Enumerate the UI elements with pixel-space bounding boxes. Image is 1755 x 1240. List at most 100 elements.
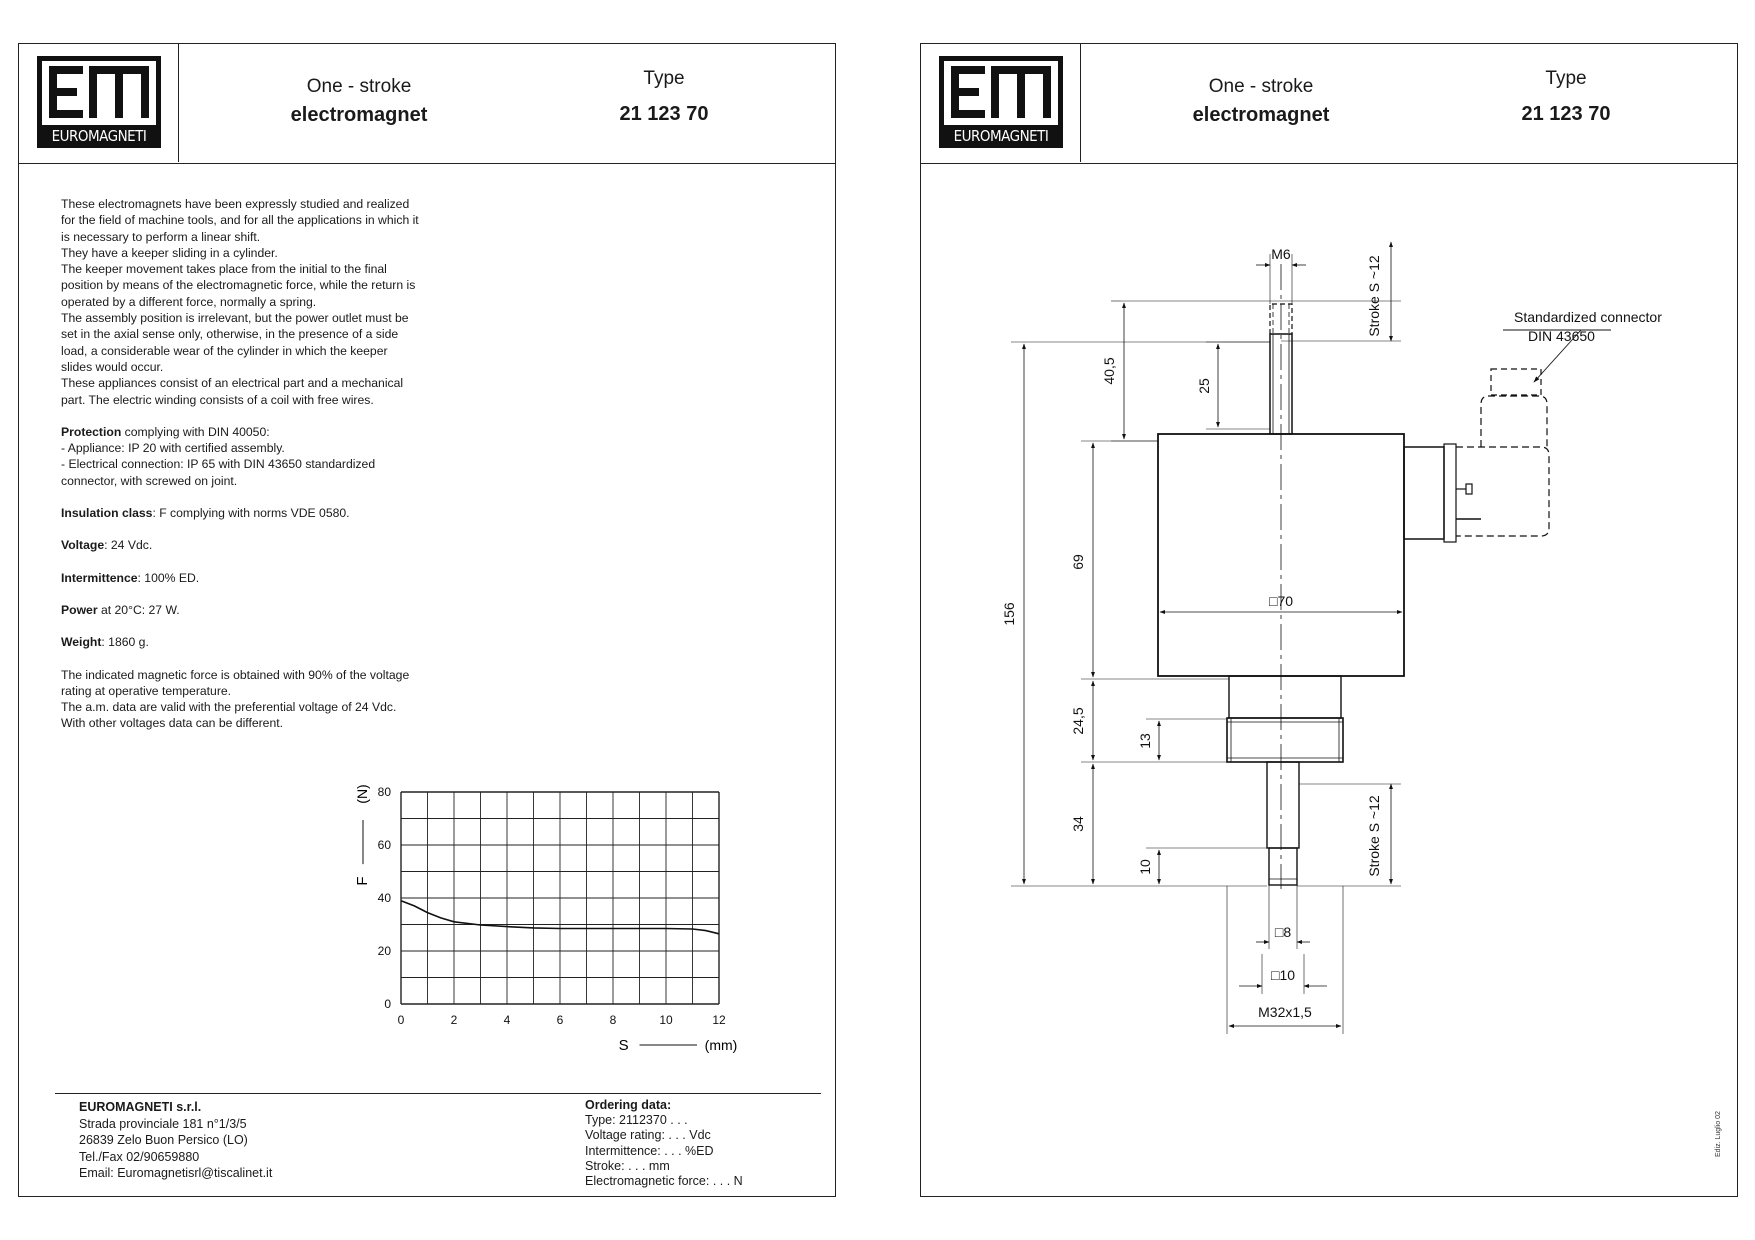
connector-socket — [1403, 446, 1445, 540]
x-tick-label: 6 — [557, 1013, 564, 1027]
dim-34-label: 34 — [1070, 816, 1086, 832]
product-title-line2: electromagnet — [1192, 104, 1330, 126]
product-title-line1: One - stroke — [1208, 76, 1314, 97]
datasheet-page-left: EUROMAGNETI One - stroke electromagnet T… — [18, 43, 836, 1197]
description-line: for the field of machine tools, and for … — [61, 213, 419, 228]
dim-24-5-label: 24,5 — [1070, 707, 1086, 734]
y-tick-label: 40 — [378, 891, 392, 905]
company-address: 26839 Zelo Buon Persico (LO) — [79, 1133, 248, 1147]
ordering-line: Electromagnetic force: . . . N — [585, 1174, 743, 1189]
intermittence-spec: Intermittence: 100% ED. — [61, 570, 471, 586]
euromagneti-logo: EUROMAGNETI — [939, 56, 1063, 148]
description-line: The keeper movement takes place from the… — [61, 262, 387, 277]
y-tick-label: 20 — [378, 944, 392, 958]
x-axis-label: S — [619, 1037, 629, 1054]
y-tick-label: 0 — [384, 997, 391, 1011]
note-line: The indicated magnetic force is obtained… — [61, 667, 410, 682]
dim-25-label: 25 — [1196, 378, 1212, 394]
insulation-label: Insulation class — [61, 506, 153, 521]
dim-sq8-label: □8 — [1275, 924, 1291, 940]
dim-13-label: 13 — [1137, 733, 1153, 749]
dim-69-label: 69 — [1070, 554, 1086, 570]
connector-socket — [1443, 443, 1457, 543]
footer-divider — [55, 1093, 821, 1094]
weight-spec: Weight: 1860 g. — [61, 634, 471, 650]
product-title-line2: electromagnet — [290, 104, 428, 126]
logo-cell: EUROMAGNETI — [921, 44, 1081, 162]
force-curve — [400, 899, 720, 935]
protection-spec: Protection complying with DIN 40050: — [61, 424, 471, 440]
body-neck — [1228, 675, 1342, 719]
y-axis-unit: (N) — [354, 784, 370, 803]
description-line: set in the axial sense only, otherwise, … — [61, 327, 399, 342]
dim-10-label: 10 — [1137, 859, 1153, 875]
description-line: operated by a different force, normally … — [61, 294, 317, 309]
ordering-title: Ordering data: — [585, 1098, 672, 1112]
dim-70-label: □70 — [1269, 593, 1293, 609]
ordering-line: Voltage rating: . . . Vdc — [585, 1128, 711, 1143]
page-header: EUROMAGNETI One - stroke electromagnet T… — [921, 44, 1737, 164]
connector-leader — [1533, 329, 1582, 383]
x-axis-unit: (mm) — [705, 1037, 738, 1053]
power-spec: Power at 20°C: 27 W. — [61, 602, 471, 618]
stroke-top-label: Stroke S ~12 — [1366, 255, 1382, 337]
voltage-spec: Voltage: 24 Vdc. — [61, 537, 471, 553]
company-name: EUROMAGNETI s.r.l. — [79, 1100, 202, 1114]
ordering-line: Intermittence: . . . %ED — [585, 1143, 714, 1158]
voltage-text: : 24 Vdc. — [104, 538, 153, 553]
x-tick-label: 0 — [398, 1013, 405, 1027]
power-label: Power — [61, 602, 98, 617]
protection-item: - Electrical connection: IP 65 with DIN … — [61, 457, 376, 472]
insulation-spec: Insulation class: F complying with norms… — [61, 505, 471, 521]
connector-plug-outline — [1456, 446, 1550, 537]
connector-label-line1: Standardized connector — [1514, 309, 1662, 325]
ordering-line: Stroke: . . . mm — [585, 1158, 670, 1173]
type-label: Type — [643, 68, 685, 89]
description-line: These appliances consist of an electrica… — [61, 376, 404, 391]
description-line: position by means of the electromagnetic… — [61, 278, 416, 293]
bottom-rod-tip — [1268, 847, 1298, 886]
connector-plug-outline — [1480, 395, 1548, 447]
dim-156-label: 156 — [1001, 602, 1017, 626]
dim-40-5-label: 40,5 — [1101, 357, 1117, 384]
top-rod-extended — [1269, 303, 1293, 334]
y-axis-label: F — [354, 876, 371, 885]
description-line: They have a keeper sliding in a cylinder… — [61, 245, 278, 260]
description-line: These electromagnets have been expressly… — [61, 197, 410, 211]
chart-grid — [400, 791, 720, 1005]
m6-label: M6 — [1271, 246, 1291, 262]
product-title-line1: One - stroke — [306, 76, 412, 97]
power-text: at 20°C: 27 W. — [97, 602, 180, 617]
logo-text: EUROMAGNETI — [51, 127, 147, 145]
bottom-rod — [1266, 761, 1300, 849]
note-line: With other voltages data can be differen… — [61, 716, 283, 731]
datasheet-page-right: EUROMAGNETI One - stroke electromagnet T… — [920, 43, 1738, 1197]
ordering-line: Type: 2112370 . . . — [585, 1113, 688, 1128]
insulation-text: : F complying with norms VDE 0580. — [152, 506, 350, 521]
technical-drawing: Standardized connector DIN 43650 M6 Stro… — [1001, 241, 1662, 1034]
y-tick-label: 80 — [378, 785, 392, 799]
em-logo-mark — [939, 56, 1063, 148]
protection-text: complying with DIN 40050: — [121, 424, 270, 439]
connector-pin — [1465, 483, 1473, 495]
company-address: Strada provinciale 181 n°1/3/5 — [79, 1116, 247, 1131]
product-description: These electromagnets have been expressly… — [61, 196, 471, 732]
connector-label-line2: DIN 43650 — [1528, 328, 1595, 344]
x-tick-label: 8 — [610, 1013, 617, 1027]
em-logo-mark — [37, 56, 161, 148]
weight-label: Weight — [61, 635, 102, 650]
description-line: load, a considerable wear of the cylinde… — [61, 343, 388, 358]
y-tick-label: 60 — [378, 838, 392, 852]
dim-m32-label: M32x1,5 — [1258, 1004, 1312, 1020]
x-tick-label: 4 — [504, 1013, 511, 1027]
protection-label: Protection — [61, 424, 122, 439]
protection-item: connector, with screwed on joint. — [61, 473, 238, 488]
type-value: 21 123 70 — [1521, 103, 1611, 125]
description-line: is necessary to perform a linear shift. — [61, 229, 261, 244]
threaded-collar — [1226, 717, 1344, 763]
description-line: slides would occur. — [61, 359, 164, 374]
x-tick-label: 10 — [659, 1013, 673, 1027]
voltage-label: Voltage — [61, 538, 105, 553]
type-value: 21 123 70 — [619, 103, 709, 125]
